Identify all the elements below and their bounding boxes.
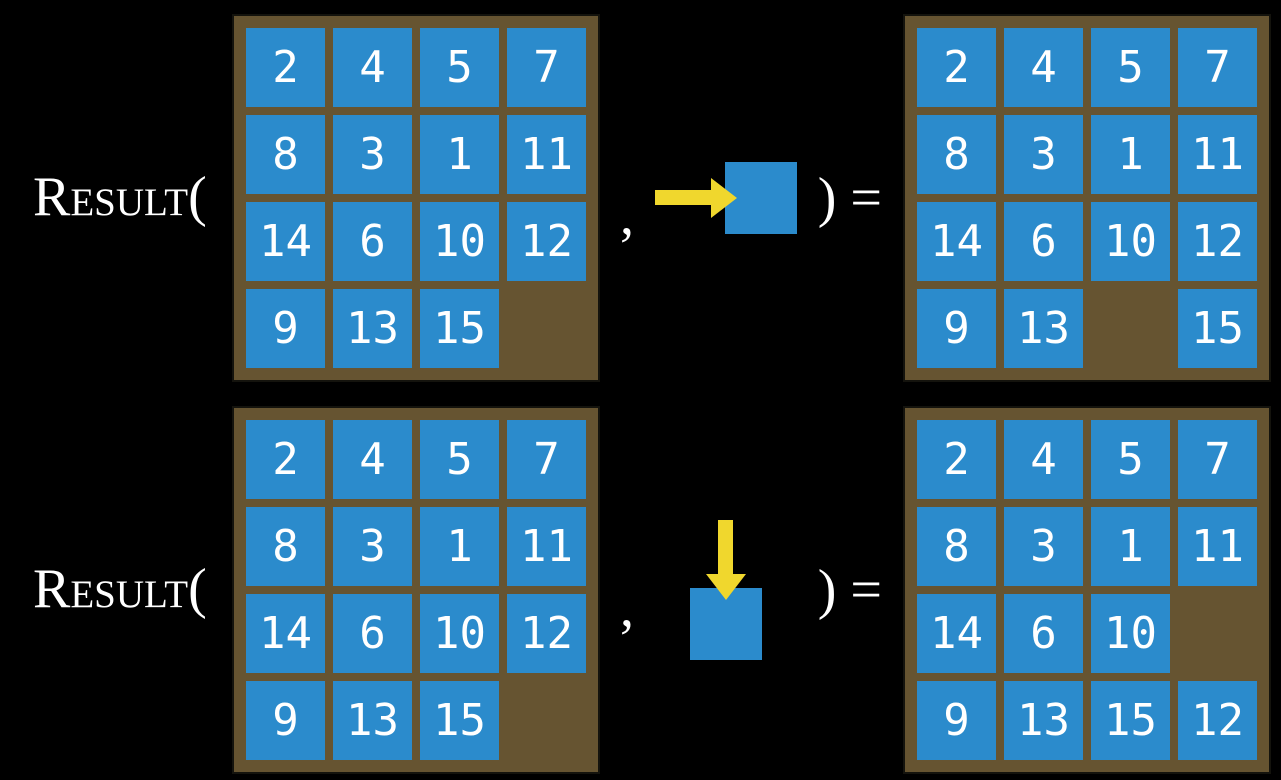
puzzle-tile: 3: [1004, 114, 1083, 194]
puzzle-tile: 3: [333, 114, 412, 194]
puzzle-tile: 13: [1004, 680, 1083, 760]
puzzle-tile: 1: [1091, 506, 1170, 586]
puzzle-tile: 8: [246, 114, 325, 194]
move-down-action: [689, 519, 762, 660]
puzzle-tile: 10: [420, 593, 499, 673]
arrow-shaft: [718, 519, 734, 574]
puzzle-tile: 9: [246, 288, 325, 368]
puzzle-tile: 6: [1004, 201, 1083, 281]
puzzle-tile: 6: [1004, 593, 1083, 673]
blank-cell: [507, 289, 586, 368]
puzzle-tile: 12: [1178, 680, 1257, 760]
move-right-action: [654, 161, 797, 234]
puzzle-tile: 2: [246, 27, 325, 107]
blank-cell: [1091, 289, 1170, 368]
puzzle-tile: 2: [246, 419, 325, 499]
result-function-label: Result(: [33, 557, 207, 620]
puzzle-tile: 7: [507, 27, 586, 107]
result-function-label: Result(: [33, 165, 207, 228]
down-arrow-icon: [705, 519, 746, 600]
puzzle-tile: 7: [1178, 419, 1257, 499]
puzzle-tile: 4: [1004, 27, 1083, 107]
arrow-head: [705, 573, 746, 600]
puzzle-tile: 1: [420, 114, 499, 194]
puzzle-tile: 15: [1178, 288, 1257, 368]
arrow-shaft: [654, 190, 711, 205]
blank-tile-icon: [724, 161, 797, 234]
puzzle-tile: 3: [333, 506, 412, 586]
close-paren-equals: ) =: [817, 558, 882, 621]
puzzle-tile: 9: [917, 680, 996, 760]
puzzle-tile: 15: [1091, 680, 1170, 760]
right-arrow-icon: [654, 177, 737, 218]
puzzle-tile: 14: [246, 593, 325, 673]
puzzle-tile: 11: [1178, 114, 1257, 194]
puzzle-tile: 15: [420, 680, 499, 760]
puzzle-tile: 13: [333, 288, 412, 368]
blank-cell: [507, 681, 586, 760]
puzzle-tile: 8: [246, 506, 325, 586]
puzzle-tile: 11: [1178, 506, 1257, 586]
puzzle-tile: 5: [420, 419, 499, 499]
puzzle-tile: 4: [333, 419, 412, 499]
puzzle-tile: 7: [1178, 27, 1257, 107]
puzzle-tile: 2: [917, 419, 996, 499]
arrow-head: [710, 177, 737, 218]
puzzle-tile: 14: [246, 201, 325, 281]
puzzle-tile: 2: [917, 27, 996, 107]
puzzle-tile: 14: [917, 593, 996, 673]
puzzle-tile: 4: [1004, 419, 1083, 499]
puzzle-tile: 9: [917, 288, 996, 368]
puzzle-tile: 11: [507, 506, 586, 586]
puzzle-tile: 9: [246, 680, 325, 760]
puzzle-tile: 15: [420, 288, 499, 368]
puzzle-tile: 4: [333, 27, 412, 107]
puzzle-tile: 5: [420, 27, 499, 107]
puzzle-tile: 11: [507, 114, 586, 194]
puzzle-tile: 1: [420, 506, 499, 586]
puzzle-tile: 13: [333, 680, 412, 760]
puzzle-tile: 12: [507, 201, 586, 281]
puzzle-tile: 6: [333, 593, 412, 673]
puzzle-tile: 8: [917, 506, 996, 586]
puzzle-tile: 3: [1004, 506, 1083, 586]
blank-cell: [1178, 594, 1257, 673]
puzzle-tile: 13: [1004, 288, 1083, 368]
puzzle-tile: 1: [1091, 114, 1170, 194]
puzzle-tile: 7: [507, 419, 586, 499]
equation-middle: , ) =: [600, 403, 903, 776]
blank-tile-icon: [689, 587, 762, 660]
puzzle-tile: 10: [420, 201, 499, 281]
puzzle-tile: 10: [1091, 201, 1170, 281]
puzzle-tile: 14: [917, 201, 996, 281]
puzzle-tile: 12: [1178, 201, 1257, 281]
comma-separator: ,: [620, 184, 634, 247]
puzzle-tile: 5: [1091, 419, 1170, 499]
puzzle-tile: 8: [917, 114, 996, 194]
puzzle-tile: 6: [333, 201, 412, 281]
equation-middle: , ) =: [600, 12, 903, 383]
puzzle-tile: 5: [1091, 27, 1170, 107]
puzzle-tile: 12: [507, 593, 586, 673]
comma-separator: ,: [620, 576, 634, 639]
close-paren-equals: ) =: [817, 166, 882, 229]
puzzle-tile: 10: [1091, 593, 1170, 673]
